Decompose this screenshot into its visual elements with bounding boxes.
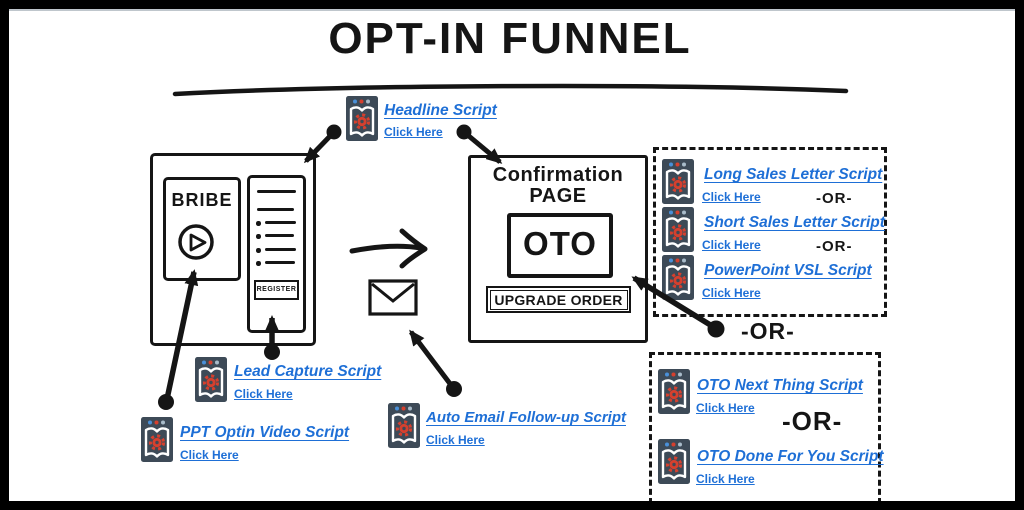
script-book-gear-icon (662, 159, 694, 204)
short-sales-letter-link[interactable]: Short Sales Letter Script (704, 214, 885, 231)
bullet-line (265, 248, 296, 251)
optin-page-box: BRIBE REGISTER (150, 153, 316, 346)
confirmation-title-line1: Confirmation (492, 164, 624, 186)
or-connector: -OR- (741, 318, 795, 344)
confirmation-title-line2: PAGE (529, 185, 587, 207)
script-book-gear-icon (195, 357, 227, 402)
bribe-video-box: BRIBE (163, 177, 241, 281)
oto-done-for-you-click-here-link[interactable]: Click Here (696, 472, 755, 486)
bullet-line (265, 261, 295, 264)
or-separator: -OR- (782, 406, 843, 436)
powerpoint-vsl-link[interactable]: PowerPoint VSL Script (704, 262, 872, 279)
oto-scripts-box: OTO Next Thing Script Click Here -OR- OT… (649, 352, 884, 504)
bullet-line (265, 221, 296, 224)
oto-label: OTO (523, 225, 597, 262)
text-line (257, 208, 294, 211)
script-book-gear-icon (141, 417, 173, 462)
auto-email-click-here-link[interactable]: Click Here (426, 433, 485, 447)
script-book-gear-icon (658, 369, 690, 414)
bullet-dot (256, 261, 261, 266)
bullet-line (265, 234, 294, 237)
lead-capture-script-link[interactable]: Lead Capture Script (234, 363, 382, 380)
bullet-dot (256, 248, 261, 253)
oto-next-thing-click-here-link[interactable]: Click Here (696, 401, 755, 415)
email-envelope-icon (368, 279, 418, 316)
connector-dot (446, 381, 462, 397)
auto-email-followup-link[interactable]: Auto Email Follow-up Script (426, 409, 626, 426)
ppt-optin-click-here-link[interactable]: Click Here (180, 448, 239, 462)
headline-script-link[interactable]: Headline Script (384, 102, 497, 119)
lead-capture-click-here-link[interactable]: Click Here (234, 387, 293, 401)
oto-next-thing-link[interactable]: OTO Next Thing Script (697, 377, 863, 394)
oto-done-for-you-link[interactable]: OTO Done For You Script (697, 448, 884, 465)
powerpoint-vsl-click-here-link[interactable]: Click Here (702, 286, 761, 300)
script-book-gear-icon (662, 207, 694, 252)
optin-form-panel: REGISTER (247, 175, 306, 333)
short-sales-click-here-link[interactable]: Click Here (702, 238, 761, 252)
confirmation-page-box: Confirmation PAGE OTO UPGRADE ORDER (468, 155, 648, 343)
script-book-gear-icon (658, 439, 690, 484)
connector-dot (456, 124, 472, 140)
ppt-optin-video-link[interactable]: PPT Optin Video Script (180, 424, 350, 441)
title-underline (172, 83, 849, 97)
upgrade-order-label: UPGRADE ORDER (489, 289, 628, 310)
script-book-gear-icon (388, 403, 420, 448)
flow-right-arrow (349, 228, 428, 269)
connector-dot (707, 320, 725, 338)
long-sales-click-here-link[interactable]: Click Here (702, 190, 761, 204)
or-separator: -OR- (816, 238, 853, 255)
connector-dot (264, 344, 280, 360)
script-book-gear-icon (662, 255, 694, 300)
confirmation-page-title: Confirmation PAGE (471, 165, 645, 207)
connector-dot (326, 124, 342, 140)
connector-dot (158, 394, 174, 410)
headline-click-here-link[interactable]: Click Here (384, 125, 443, 139)
bullet-dot (256, 234, 261, 239)
sales-scripts-box: Long Sales Letter Script Click Here -OR-… (653, 147, 887, 317)
script-book-gear-icon (346, 96, 378, 141)
register-button: REGISTER (254, 280, 299, 300)
or-separator: -OR- (816, 190, 853, 207)
long-sales-letter-link[interactable]: Long Sales Letter Script (704, 166, 883, 183)
page-title: OPT-IN FUNNEL (328, 14, 692, 63)
bullet-dot (256, 221, 261, 226)
bribe-label: BRIBE (171, 190, 233, 210)
frame-shadow-line (9, 9, 1015, 11)
arrow-autoemail-to-envelope (409, 329, 453, 387)
upgrade-order-button: UPGRADE ORDER (486, 286, 631, 313)
text-line (257, 190, 296, 193)
oto-offer-box: OTO (507, 213, 613, 278)
